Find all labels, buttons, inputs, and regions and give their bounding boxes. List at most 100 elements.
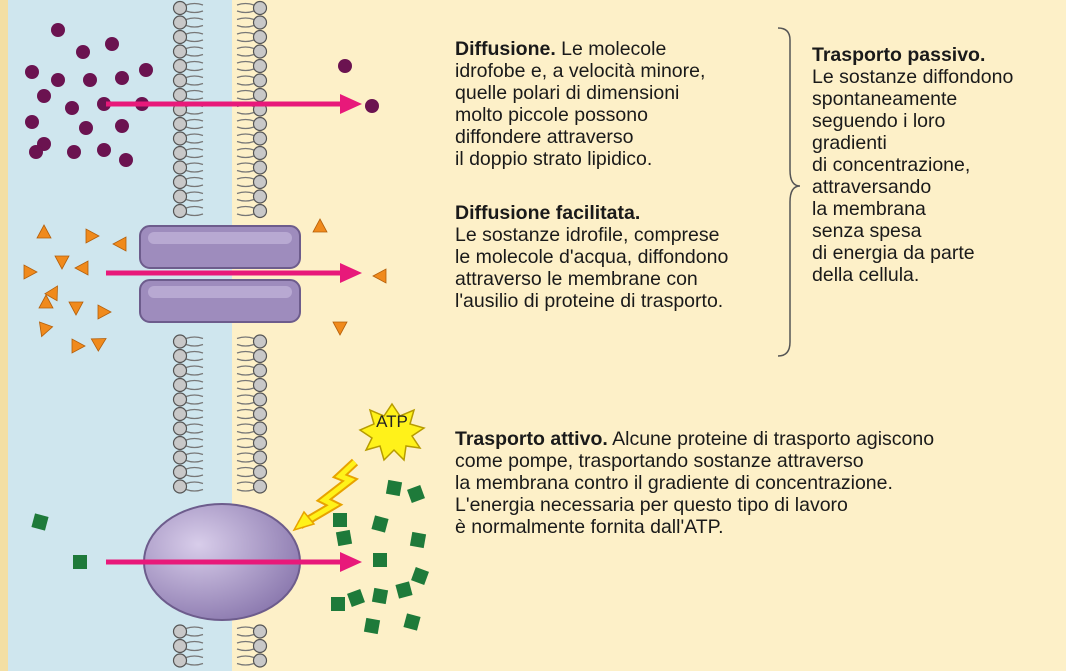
facilitated-title: Diffusione facilitata. bbox=[455, 202, 641, 224]
small-molecule-icon bbox=[119, 153, 133, 167]
hydrophilic-molecule-icon bbox=[38, 294, 54, 309]
atp-burst-icon bbox=[358, 402, 426, 462]
passive-line: spontaneamente bbox=[812, 88, 958, 110]
pumped-substance-icon bbox=[347, 589, 365, 607]
passive-line: della cellula. bbox=[812, 264, 920, 286]
channel-protein bbox=[139, 225, 301, 323]
passive-line: gradienti bbox=[812, 132, 887, 154]
small-molecule-icon bbox=[25, 65, 39, 79]
small-molecule-icon bbox=[115, 71, 129, 85]
diffusion-line: molto piccole possono bbox=[455, 104, 648, 126]
diffusion-text: Diffusione. Le molecole idrofobe e, a ve… bbox=[455, 38, 705, 170]
pumped-substance-icon bbox=[333, 513, 347, 527]
active-line: è normalmente fornita dall'ATP. bbox=[455, 516, 724, 538]
transport-arrows bbox=[106, 94, 362, 572]
hydrophilic-molecule-icon bbox=[68, 301, 84, 316]
phospholipid-pair bbox=[172, 464, 268, 480]
active-line: come pompe, trasportando sostanze attrav… bbox=[455, 450, 864, 472]
facilitated-line: attraverso le membrane con bbox=[455, 268, 698, 290]
phospholipid-pair bbox=[172, 363, 268, 378]
phospholipid-pair bbox=[172, 145, 268, 161]
facilitated-diffusion-text: Diffusione facilitata. Le sostanze idrof… bbox=[455, 202, 728, 312]
phospholipid-pair bbox=[172, 392, 268, 407]
hydrophilic-molecule-icon bbox=[332, 321, 348, 336]
phospholipid-pair bbox=[172, 44, 268, 59]
lightning-bolt-tip bbox=[292, 510, 316, 532]
pumped-substance-icon bbox=[371, 587, 389, 605]
passive-line: senza spesa bbox=[812, 220, 922, 242]
phospholipid-pair bbox=[172, 435, 268, 451]
active-line: la membrana contro il gradiente di conce… bbox=[455, 472, 893, 494]
small-molecule-icon bbox=[139, 63, 153, 77]
phospholipid-pair bbox=[172, 334, 268, 349]
pumped-substance-icon bbox=[409, 531, 427, 549]
phospholipid-pair bbox=[172, 116, 268, 132]
phospholipid-pair bbox=[172, 348, 268, 364]
hydrophilic-molecule-icon bbox=[112, 236, 127, 252]
pumped-substance-icon bbox=[385, 479, 403, 497]
pumped-substance-icon bbox=[73, 555, 87, 569]
passive-line: seguendo i loro bbox=[812, 110, 946, 132]
pumped-substance-icon bbox=[335, 529, 353, 547]
small-molecule-icon bbox=[51, 23, 65, 37]
diffusion-line: il doppio strato lipidico. bbox=[455, 148, 653, 170]
phospholipid-pair bbox=[172, 131, 268, 146]
phospholipid-pair bbox=[172, 421, 268, 436]
pumped-substance-icon bbox=[371, 515, 389, 533]
phospholipid-pair bbox=[172, 189, 268, 204]
diffusion-title: Diffusione. bbox=[455, 38, 556, 60]
phospholipid-pair bbox=[172, 160, 268, 175]
diffusion-line: diffondere attraverso bbox=[455, 126, 634, 148]
active-line: Alcune proteine di trasporto agiscono bbox=[607, 428, 935, 450]
lightning-bolt-core bbox=[298, 460, 357, 528]
pumped-substance-icon bbox=[363, 617, 381, 635]
phospholipid-pair bbox=[172, 377, 268, 393]
small-molecule-icon bbox=[29, 145, 43, 159]
active-arrow-head bbox=[340, 552, 362, 572]
phospholipid-pair bbox=[172, 406, 268, 422]
diffusion-line: quelle polari di dimensioni bbox=[455, 82, 680, 104]
hydrophilic-molecule-icon bbox=[90, 338, 107, 352]
facilitated-line: Le sostanze idrofile, comprese bbox=[455, 224, 720, 246]
molecules bbox=[23, 23, 429, 635]
phospholipid-pair bbox=[172, 450, 268, 465]
passive-line: di concentrazione, bbox=[812, 154, 971, 176]
lipid-bilayer bbox=[172, 0, 268, 668]
passive-line: la membrana bbox=[812, 198, 926, 220]
small-molecule-icon bbox=[25, 115, 39, 129]
hydrophilic-molecule-icon bbox=[312, 218, 328, 233]
facilitated-arrow-head bbox=[340, 263, 362, 283]
passive-title: Trasporto passivo. bbox=[812, 44, 986, 66]
atp-label: ATP bbox=[376, 412, 408, 431]
small-molecule-icon bbox=[115, 119, 129, 133]
facilitated-line: l'ausilio di proteine di trasporto. bbox=[455, 290, 724, 312]
phospholipid-pair bbox=[172, 58, 268, 74]
phospholipid-pair bbox=[172, 479, 268, 494]
phospholipid-pair bbox=[172, 73, 268, 88]
hydrophilic-molecule-icon bbox=[85, 228, 100, 244]
pumped-substance-icon bbox=[373, 553, 387, 567]
small-molecule-icon bbox=[67, 145, 81, 159]
small-molecule-icon bbox=[83, 73, 97, 87]
active-line: L'energia necessaria per questo tipo di … bbox=[455, 494, 848, 516]
pumped-substance-icon bbox=[407, 485, 425, 503]
hydrophilic-molecule-icon bbox=[44, 285, 58, 302]
small-molecule-icon bbox=[51, 73, 65, 87]
diffusion-line: Le molecole bbox=[555, 38, 667, 60]
phospholipid-pair bbox=[172, 653, 268, 668]
hydrophilic-molecule-icon bbox=[36, 224, 52, 239]
pumped-substance-icon bbox=[411, 567, 429, 585]
small-molecule-icon bbox=[76, 45, 90, 59]
diffusion-arrow-head bbox=[340, 94, 362, 114]
small-molecule-icon bbox=[338, 59, 352, 73]
small-molecule-icon bbox=[37, 89, 51, 103]
hydrophilic-molecule-icon bbox=[23, 264, 38, 280]
small-molecule-icon bbox=[97, 143, 111, 157]
phospholipid-pair bbox=[172, 203, 268, 219]
active-transport-text: Trasporto attivo. Alcune proteine di tra… bbox=[455, 428, 934, 538]
diffusion-line: idrofobe e, a velocità minore, bbox=[455, 60, 706, 82]
hydrophilic-molecule-icon bbox=[74, 260, 89, 276]
pumped-substance-icon bbox=[331, 597, 345, 611]
facilitated-line: le molecole d'acqua, diffondono bbox=[455, 246, 729, 268]
